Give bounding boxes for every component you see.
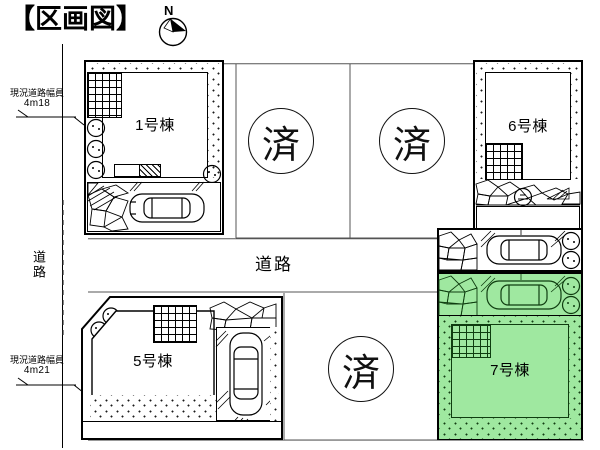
road-width-value-bottom: 4m21 [23,365,51,377]
site-baseline [88,440,584,441]
lot-7-parking [438,274,581,317]
lot-6-parking-boundary [437,228,583,272]
lot-1-entry-hatch [139,164,161,177]
lot-1-corner-hatch [87,185,119,211]
lot-5-car-icon [229,332,263,416]
lot-5-stone-paving [209,301,277,331]
lot-1-gravel-top [87,63,221,72]
status-badge-sold-b: 済 [379,108,445,174]
lot-6-gravel-top [476,63,580,72]
lot-5-gravel-bottom [90,395,216,421]
road-width-caption-top: 現況道路幅員 [9,88,64,98]
lot-6-parking-trees [561,231,581,270]
north-arrow-icon: N [152,3,196,50]
center-road-lines [88,238,438,293]
lot-7-gravel-top [439,316,581,326]
road-width-caption-bottom: 現況道路幅員 [9,355,64,365]
lot-7-gravel-left [439,316,451,439]
lot-1-porch [114,164,140,177]
lot-6-gravel-right [571,63,580,179]
road-width-note-bottom: 現況道路幅員 4m21 [6,355,68,377]
lot-7[interactable]: 7号棟 [437,272,583,441]
road-width-note-top: 現況道路幅員 4m18 [6,88,68,110]
lot-6-gravel-left [476,63,485,179]
lot-1-tree-east [202,164,222,184]
road-width-leader-top [16,109,85,126]
lot-1-stone-paving [87,182,130,232]
boundary-tick-top [62,44,64,58]
lot-6-label: 6号棟 [508,118,548,135]
lot-1-label: 1号棟 [135,117,175,134]
lot-5-gravel-right [270,327,278,421]
lot-6-parking-stone [438,231,478,271]
status-badge-sold-c: 済 [328,336,394,402]
boundary-tick-bottom [62,436,64,448]
lot-5-front-strip [82,421,282,439]
lot-6-entry-hatch [546,187,570,200]
lot-6[interactable]: 6号棟 [473,60,583,238]
lot-5-label: 5号棟 [133,353,173,370]
center-road-label: 道路 [255,255,293,274]
lot-7-parking-stone [438,274,478,317]
road-centerline-dashed [62,200,64,340]
lot-7-car-icon [486,280,562,310]
lot-7-parking-divider [439,315,581,317]
status-badge-sold-a: 済 [248,108,314,174]
lot-7-parking-trees [561,276,581,315]
lot-1-gravel-right [208,63,221,178]
lot-1-deck-grid [87,72,122,118]
lot-7-deck-grid [451,324,491,358]
road-width-value-top: 4m18 [23,98,51,110]
lot-1-parking-marks [129,181,205,192]
lot-5-deck-grid [153,305,197,343]
road-width-leader-bottom [16,377,85,394]
lot-6-stone-paving [475,179,581,206]
lot-7-gravel-bottom [439,418,581,439]
center-road-corridor [88,238,438,293]
lot-1-car-icon [129,193,205,223]
lot-7-gravel-right [569,316,581,439]
lot-6-parking-marks [480,229,566,248]
lot-6-manhole-icon [513,187,533,207]
compass-north-letter: N [164,3,174,18]
page-title: 【区画図】 [8,4,143,34]
lot-7-label: 7号棟 [490,362,530,379]
west-road-label: 道路 [30,250,46,280]
lot-1-tree-group-west [86,118,106,180]
lot-7-parking-marks [480,274,566,293]
lot-6-parking[interactable] [437,228,583,272]
lot-5[interactable]: 5号棟 [80,293,284,441]
compass-graphic [158,17,188,47]
lot-6-car-icon [486,235,562,265]
lot-1[interactable]: 1号棟 [84,60,224,235]
lot-6-deck-grid [485,143,523,180]
lot-1-parking-area [87,182,221,232]
west-road-boundary-line [62,44,64,448]
